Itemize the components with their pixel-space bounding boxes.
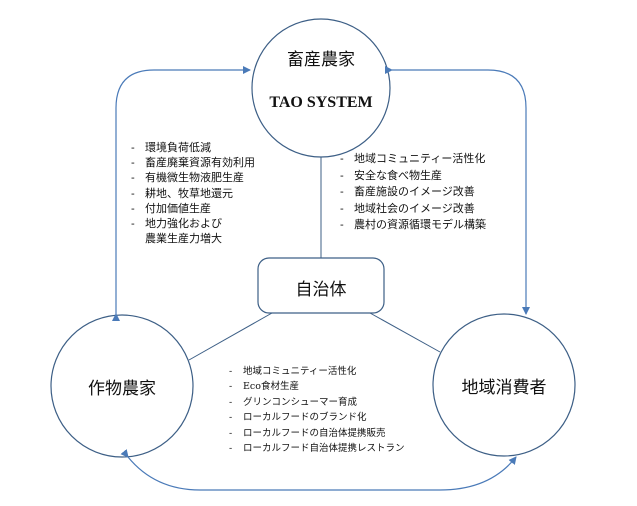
livestock-farmer-circle: [251, 18, 391, 158]
list-item: -地域コミュニティー活性化: [340, 152, 486, 165]
list-item: -畜産廃棄資源有効利用: [131, 156, 255, 170]
list-item: -耕地、牧草地還元: [131, 186, 233, 200]
crop-farmer-label: 作物農家: [88, 379, 156, 399]
list-item: -ローカルフードのブランド化: [229, 412, 367, 424]
crop-consumer-benefits-list: -地域コミュニティー活性化 -Eco食材生産 -グリンコンシューマー育成 -ロー…: [229, 364, 405, 456]
list-item: -地域コミュニティー活性化: [229, 366, 357, 377]
livestock-benefits-list: -環境負荷低減 -畜産廃棄資源有効利用 -有機微生物液肥生産 -耕地、牧草地還元…: [131, 140, 255, 246]
arrow-crop-to-livestock: [112, 66, 251, 321]
municipality-label: 自治体: [295, 280, 347, 300]
list-item: -安全な食べ物生産: [340, 168, 442, 182]
list-item: -地域社会のイメージ改善: [340, 201, 475, 215]
list-item: -ローカルフードの自治体提携販売: [229, 427, 386, 439]
list-item: 農業生産力増大: [145, 232, 222, 246]
arrow-livestock-to-consumer: [385, 66, 530, 315]
list-item: -地力強化および: [131, 217, 222, 231]
municipality-to-crop-line: [188, 312, 273, 361]
list-item: -有機微生物液肥生産: [131, 171, 244, 185]
tao-system-label: TAO SYSTEM: [269, 94, 373, 111]
list-item: -ローカルフード自治体提携レストラン: [229, 443, 405, 455]
list-item: -農村の資源循環モデル構築: [340, 218, 486, 231]
arrow-crop-to-consumer: [120, 449, 517, 491]
list-item: -Eco食材生産: [229, 381, 299, 393]
list-item: -グリンコンシューマー育成: [229, 396, 358, 408]
community-benefits-list: -地域コミュニティー活性化 -安全な食べ物生産 -畜産施設のイメージ改善 -地域…: [340, 151, 486, 234]
local-consumer-label: 地域消費者: [461, 378, 547, 398]
list-item: -環境負荷低減: [131, 141, 211, 154]
list-item: -畜産施設のイメージ改善: [340, 185, 475, 198]
list-item: -付加価値生産: [131, 201, 211, 215]
municipality-to-consumer-line: [369, 312, 441, 353]
livestock-farmer-label: 畜産農家: [287, 50, 355, 70]
